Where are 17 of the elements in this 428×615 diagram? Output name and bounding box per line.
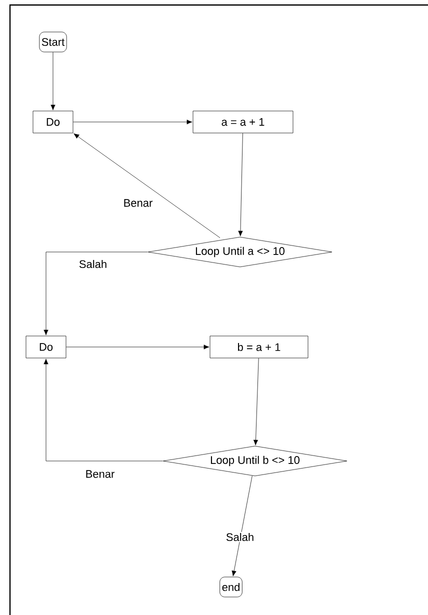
edge-label: Salah xyxy=(78,258,108,270)
process-box: Do xyxy=(32,110,74,134)
edge-label: Benar xyxy=(122,198,154,208)
arrow xyxy=(253,358,259,446)
process-box: Do xyxy=(26,336,66,358)
arrow xyxy=(74,133,220,238)
edge-label: Benar xyxy=(84,469,116,479)
arrow xyxy=(44,252,148,336)
arrow xyxy=(238,133,243,236)
process-box: b = a + 1 xyxy=(210,336,308,358)
process-box: a = a + 1 xyxy=(192,110,294,134)
arrow xyxy=(232,476,252,576)
arrow xyxy=(44,358,163,462)
edge-label: Salah xyxy=(224,532,256,542)
arrow xyxy=(50,52,56,110)
arrow xyxy=(73,120,192,124)
arrow xyxy=(66,344,210,350)
